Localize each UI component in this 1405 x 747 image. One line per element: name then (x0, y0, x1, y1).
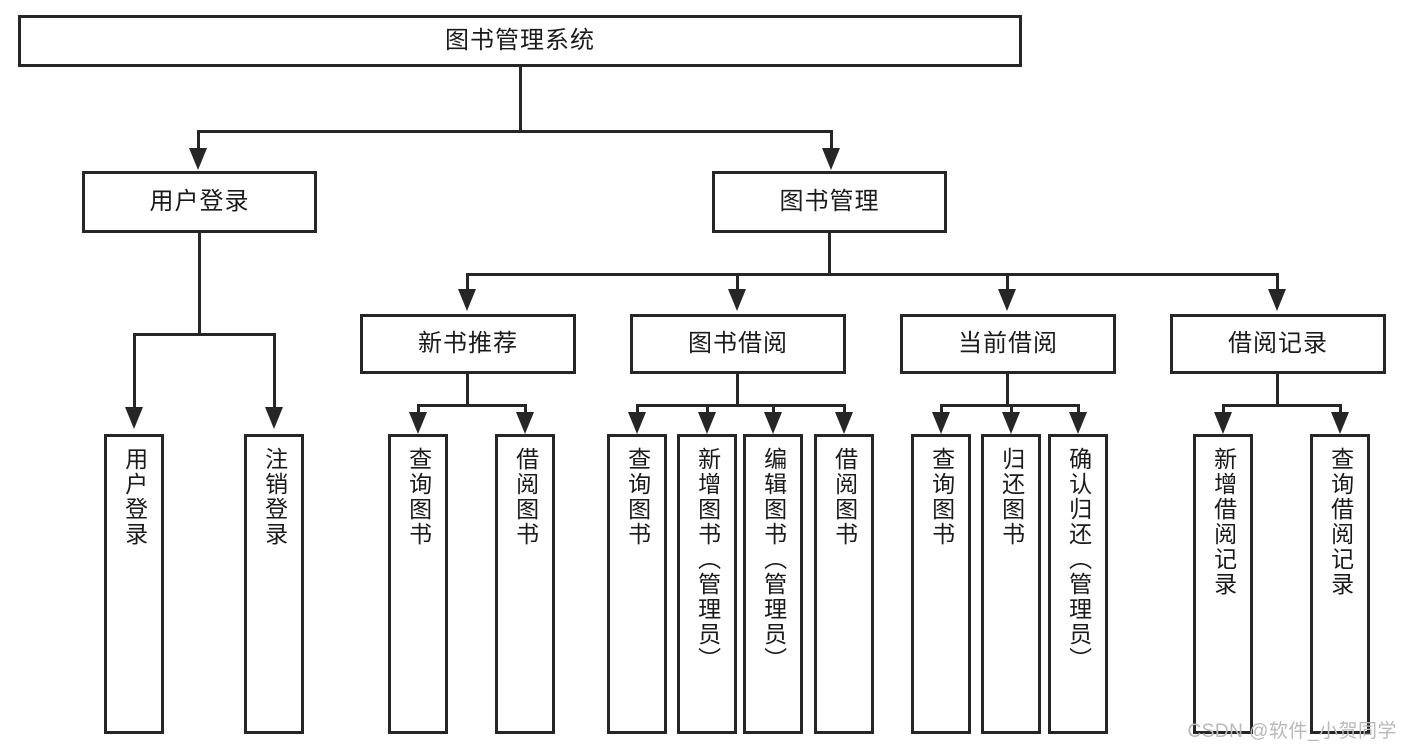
edge-current-borrow-to-leaf-2 (1010, 404, 1013, 418)
node-label: 新增图书（管理员） (694, 447, 721, 672)
edge-book-manage-to-l3-4 (1276, 273, 1279, 293)
arrow-book-manage-to-l3-3 (998, 289, 1016, 311)
arrow-user-login-to-leaf-2 (265, 407, 283, 429)
leaf-node-return-book[interactable]: 归还图书 (981, 434, 1041, 734)
node-label: 新增借阅记录 (1210, 447, 1237, 597)
edge-book-manage-bus (466, 273, 1278, 276)
edge-current-borrow-to-leaf-1 (940, 404, 943, 418)
arrow-book-manage-to-l3-1 (458, 289, 476, 311)
leaf-node-query-book-recommend[interactable]: 查询图书 (388, 434, 448, 734)
edge-book-borrow-to-leaf-2 (706, 404, 709, 418)
edge-root-to-user-login (197, 130, 200, 152)
node-label: 查询图书 (624, 447, 651, 547)
node-label: 用户登录 (121, 447, 148, 547)
edge-book-manage-to-l3-2 (736, 273, 739, 293)
arrow-book-borrow-to-leaf-3 (764, 412, 782, 434)
edge-book-borrow-stem (736, 374, 739, 404)
node-label: 确认归还（管理员） (1065, 447, 1092, 672)
edge-book-manage-to-l3-3 (1006, 273, 1009, 293)
edge-borrow-record-bus (1222, 404, 1342, 407)
arrow-book-manage-to-l3-2 (728, 289, 746, 311)
leaf-node-borrow-book-recommend[interactable]: 借阅图书 (495, 434, 555, 734)
arrow-user-login-to-leaf-1 (125, 407, 143, 429)
node-label: 编辑图书（管理员） (760, 447, 787, 672)
leaf-node-confirm-return[interactable]: 确认归还（管理员） (1048, 434, 1108, 734)
arrow-book-manage-to-l3-4 (1268, 289, 1286, 311)
arrow-new-book-to-leaf-2 (516, 412, 534, 434)
arrow-new-book-to-leaf-1 (409, 412, 427, 434)
node-label: 归还图书 (998, 447, 1025, 547)
node-label: 查询借阅记录 (1327, 447, 1354, 597)
node-book-borrow[interactable]: 图书借阅 (630, 314, 846, 374)
node-label: 借阅图书 (831, 447, 858, 547)
leaf-node-query-borrow-record[interactable]: 查询借阅记录 (1310, 434, 1370, 734)
edge-root-stem (519, 67, 522, 130)
arrow-book-borrow-to-leaf-1 (628, 412, 646, 434)
arrow-root-to-book-manage (822, 148, 840, 170)
edge-book-borrow-to-leaf-1 (636, 404, 639, 418)
leaf-node-user-login[interactable]: 用户登录 (104, 434, 164, 734)
edge-user-login-to-leaf-2 (273, 333, 276, 411)
edge-user-login-bus (133, 333, 276, 336)
leaf-node-edit-book[interactable]: 编辑图书（管理员） (743, 434, 803, 734)
edge-book-manage-stem (828, 233, 831, 273)
node-borrow-record[interactable]: 借阅记录 (1170, 314, 1386, 374)
arrow-current-borrow-to-leaf-1 (932, 412, 950, 434)
node-label: 查询图书 (928, 447, 955, 547)
edge-book-borrow-bus (636, 404, 846, 407)
edge-root-to-book-manage (830, 130, 833, 152)
arrow-current-borrow-to-leaf-3 (1069, 412, 1087, 434)
edge-new-book-to-leaf-2 (524, 404, 527, 418)
edge-current-borrow-stem (1006, 374, 1009, 404)
leaf-node-add-book[interactable]: 新增图书（管理员） (677, 434, 737, 734)
node-label: 新书推荐 (418, 330, 518, 358)
node-label: 当前借阅 (958, 330, 1058, 358)
node-label: 用户登录 (149, 188, 250, 216)
edge-new-book-bus (417, 404, 527, 407)
node-label: 借阅图书 (512, 447, 539, 547)
leaf-node-add-borrow-record[interactable]: 新增借阅记录 (1193, 434, 1253, 734)
arrow-current-borrow-to-leaf-2 (1002, 412, 1020, 434)
node-root-book-management-system[interactable]: 图书管理系统 (18, 15, 1022, 67)
leaf-node-query-book-borrow[interactable]: 查询图书 (607, 434, 667, 734)
edge-book-manage-to-l3-1 (466, 273, 469, 293)
node-book-management[interactable]: 图书管理 (712, 171, 947, 233)
node-label: 借阅记录 (1228, 330, 1328, 358)
leaf-node-query-book-current[interactable]: 查询图书 (911, 434, 971, 734)
node-label: 图书管理系统 (445, 27, 595, 55)
node-label: 查询图书 (405, 447, 432, 547)
edge-user-login-stem (198, 233, 201, 333)
edge-borrow-record-stem (1276, 374, 1279, 404)
node-label: 注销登录 (261, 447, 288, 547)
edge-root-bus (197, 130, 833, 133)
leaf-node-logout-login[interactable]: 注销登录 (244, 434, 304, 734)
edge-borrow-record-to-leaf-1 (1222, 404, 1225, 418)
edge-borrow-record-to-leaf-2 (1339, 404, 1342, 418)
leaf-node-borrow-book[interactable]: 借阅图书 (814, 434, 874, 734)
arrow-borrow-record-to-leaf-1 (1214, 412, 1232, 434)
arrow-borrow-record-to-leaf-2 (1331, 412, 1349, 434)
edge-book-borrow-to-leaf-4 (843, 404, 846, 418)
edge-current-borrow-to-leaf-3 (1077, 404, 1080, 418)
arrow-root-to-user-login (189, 148, 207, 170)
edge-new-book-stem (466, 374, 469, 404)
node-label: 图书管理 (779, 188, 880, 216)
node-label: 图书借阅 (688, 330, 788, 358)
node-current-borrow[interactable]: 当前借阅 (900, 314, 1116, 374)
node-new-book-recommend[interactable]: 新书推荐 (360, 314, 576, 374)
arrow-book-borrow-to-leaf-2 (698, 412, 716, 434)
arrow-book-borrow-to-leaf-4 (835, 412, 853, 434)
edge-book-borrow-to-leaf-3 (772, 404, 775, 418)
edge-new-book-to-leaf-1 (417, 404, 420, 418)
node-user-login[interactable]: 用户登录 (82, 171, 317, 233)
edge-user-login-to-leaf-1 (133, 333, 136, 411)
